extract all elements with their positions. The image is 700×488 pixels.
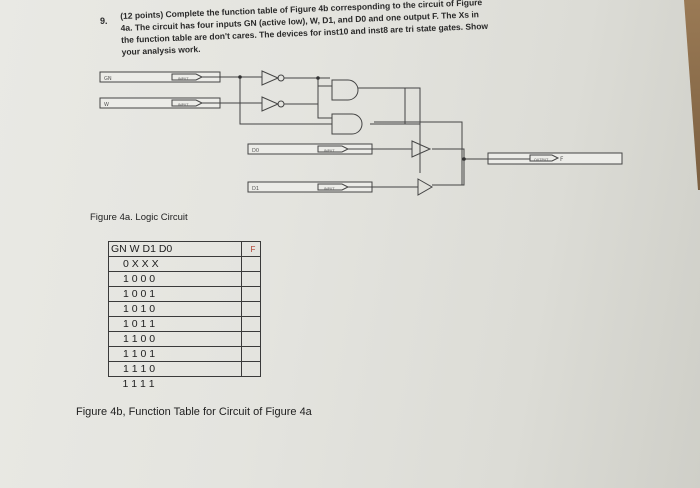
not-bubble-icon [277, 100, 285, 108]
question-number: 9. [100, 16, 108, 26]
row-inputs: 1 1 0 0 [123, 333, 156, 345]
tristate-buffer-icon [417, 178, 434, 196]
table-row: 1 0 0 1 [108, 286, 261, 302]
function-table: GN W D1 D0 F 0 X X X 1 0 0 0 1 0 0 1 1 0… [108, 241, 261, 391]
row-inputs: 1 1 0 1 [123, 348, 156, 360]
d0-pin-symbol [317, 145, 350, 153]
row-output-cell[interactable] [241, 361, 261, 377]
figure-4b-caption: Figure 4b, Function Table for Circuit of… [76, 406, 312, 418]
row-output-cell[interactable] [242, 377, 261, 392]
header-inputs: GN W D1 D0 [108, 241, 242, 257]
table-row: 1 1 0 0 [108, 331, 261, 347]
row-inputs: 1 0 1 1 [123, 318, 156, 330]
pin-type-label: INPUT [178, 103, 189, 107]
table-row: 1 1 0 1 [108, 346, 261, 362]
row-output-cell[interactable] [241, 316, 261, 332]
row-output-cell[interactable] [241, 271, 261, 287]
pin-name-w: W [104, 102, 109, 108]
row-output-cell[interactable] [241, 346, 261, 362]
pin-type-label: OUTPUT [534, 158, 549, 162]
header-output: F [241, 241, 261, 257]
and-gate-icon [331, 79, 359, 101]
figure-4a-caption: Figure 4a. Logic Circuit [90, 212, 188, 223]
table-row: 0 X X X [108, 256, 261, 272]
table-row: 1 0 1 0 [108, 301, 261, 317]
f-pin-symbol [529, 154, 560, 162]
pin-name-f: F [560, 156, 564, 163]
w-pin-symbol [171, 99, 204, 107]
not-bubble-icon [277, 74, 285, 82]
row-output-cell[interactable] [241, 301, 261, 317]
pin-type-label: INPUT [324, 187, 335, 191]
pin-type-label: INPUT [324, 149, 335, 153]
pin-name-gn: GN [104, 76, 112, 82]
d1-pin-symbol [317, 183, 350, 191]
tristate-buffer-icon [411, 140, 432, 158]
table-row: 1 0 1 1 [108, 316, 261, 332]
row-inputs: 1 1 1 1 [122, 378, 155, 390]
table-row: 1 1 1 0 [108, 361, 261, 377]
gn-pin-symbol [171, 73, 204, 81]
row-inputs: 1 1 1 0 [123, 363, 156, 375]
pin-name-d1: D1 [252, 186, 259, 192]
row-inputs: 0 X X X [123, 258, 159, 270]
table-row: 1 1 1 1 [109, 377, 261, 392]
pin-name-d0: D0 [252, 148, 259, 154]
row-output-cell[interactable] [241, 331, 261, 347]
and-gate-icon [331, 113, 363, 135]
not-gate-icon [261, 70, 280, 86]
table-header-row: GN W D1 D0 F [108, 241, 261, 257]
row-inputs: 1 0 0 0 [123, 273, 156, 285]
not-gate-icon [261, 96, 280, 112]
row-output-cell[interactable] [241, 286, 261, 302]
row-inputs: 1 0 1 0 [123, 303, 156, 315]
pin-type-label: INPUT [178, 77, 189, 81]
table-row: 1 0 0 0 [108, 271, 261, 287]
row-output-cell[interactable] [241, 256, 261, 272]
row-inputs: 1 0 0 1 [123, 288, 156, 300]
